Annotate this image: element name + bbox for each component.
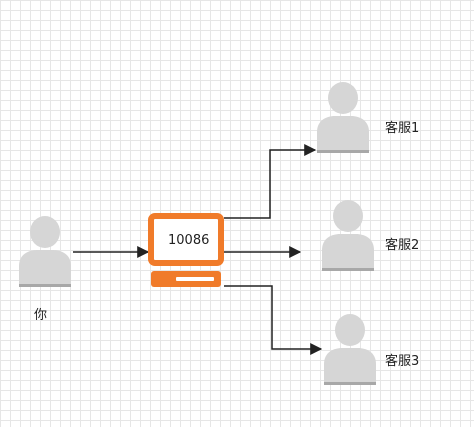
edge-switchboard-to-agent-1 [224,144,317,219]
person-icon [19,216,71,287]
switchboard-number: 10086 [168,233,210,248]
computer-icon [148,213,224,287]
person-icon [317,82,369,153]
you-label: 你 [34,308,48,323]
person-icon [324,314,376,385]
agent-1-label: 客服1 [385,121,420,136]
person-icon [322,200,374,271]
agent-3-label: 客服3 [385,354,420,369]
agent-2-label: 客服2 [385,238,420,253]
edge-switchboard-to-agent-3 [224,285,323,355]
